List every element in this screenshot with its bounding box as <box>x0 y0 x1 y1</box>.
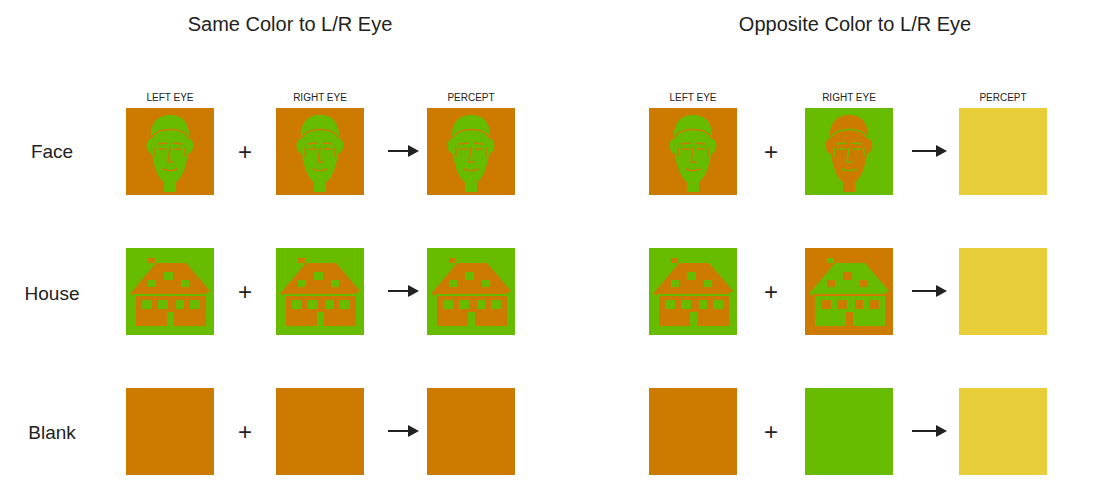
plus-sign: + <box>764 138 778 166</box>
row-label: Blank <box>28 422 76 444</box>
plus-sign: + <box>238 278 252 306</box>
row-label: House <box>25 283 80 305</box>
plus-sign: + <box>238 138 252 166</box>
plus-sign: + <box>764 278 778 306</box>
column-header: LEFT EYE <box>146 92 193 104</box>
column-header: RIGHT EYE <box>822 92 876 104</box>
row-label: Face <box>31 141 73 163</box>
column-heading: Same Color to L/R Eye <box>188 13 393 36</box>
column-header: PERCEPT <box>979 92 1026 104</box>
column-header: RIGHT EYE <box>293 92 347 104</box>
plus-sign: + <box>764 418 778 446</box>
column-heading: Opposite Color to L/R Eye <box>739 13 971 36</box>
column-header: LEFT EYE <box>669 92 716 104</box>
plus-sign: + <box>238 418 252 446</box>
column-header: PERCEPT <box>447 92 494 104</box>
